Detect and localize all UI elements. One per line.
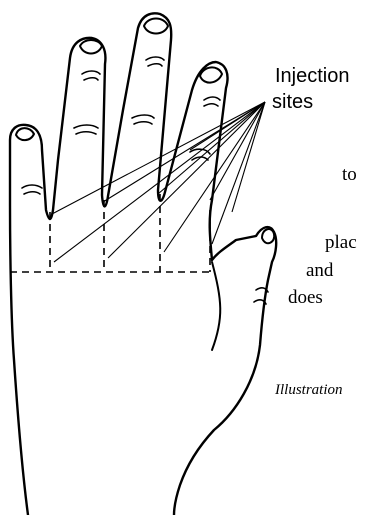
side-text-line-1: to bbox=[342, 164, 357, 185]
nail-index bbox=[16, 128, 34, 140]
nail-thumb bbox=[262, 229, 274, 243]
nail-little bbox=[200, 67, 222, 82]
nail-ring bbox=[144, 19, 168, 34]
knuckle-creases bbox=[22, 57, 268, 304]
figure-caption: Illustration bbox=[274, 382, 343, 398]
injection-sites-label: Injection sites bbox=[272, 65, 350, 113]
label-line-2: sites bbox=[272, 91, 313, 113]
side-text: to plac and does bbox=[288, 164, 357, 308]
side-text-line-4: does bbox=[288, 287, 323, 308]
side-text-line-2: plac bbox=[325, 232, 357, 253]
side-text-line-3: and bbox=[306, 260, 334, 281]
dashed-guide-lines bbox=[10, 194, 210, 272]
thumb-inner-contour bbox=[212, 262, 220, 350]
label-line-1: Injection bbox=[275, 65, 350, 87]
nail-middle bbox=[80, 40, 102, 54]
